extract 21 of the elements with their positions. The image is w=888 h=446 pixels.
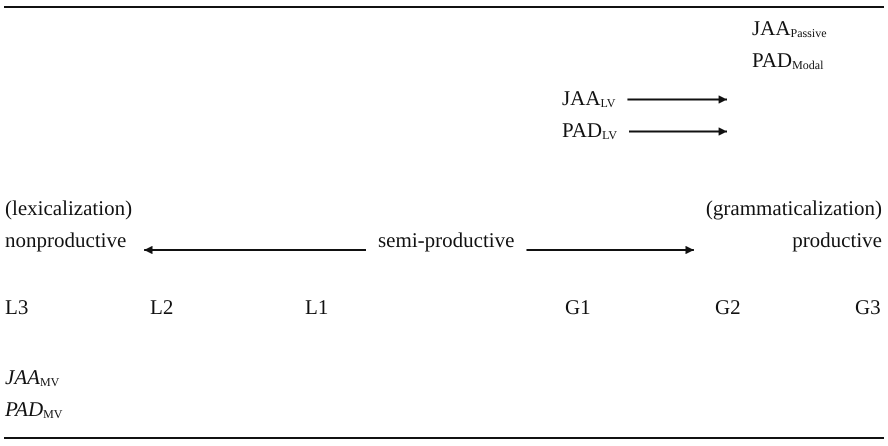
term-label: JAA$_{Passive}$ xyxy=(752,15,827,42)
arrow xyxy=(526,246,694,254)
scale-label: L2 xyxy=(150,294,174,321)
midpoint-label: semi-productive xyxy=(378,227,514,254)
arrow xyxy=(144,246,366,254)
arrow xyxy=(629,127,727,136)
arrow xyxy=(627,95,727,104)
pole-label: (lexicalization) xyxy=(5,195,132,222)
term-label: JAA$_{LV}$ xyxy=(562,85,616,112)
term-label: PAD$_{LV}$ xyxy=(562,117,617,144)
pole-label: productive xyxy=(791,227,882,254)
scale-label: G2 xyxy=(715,294,741,321)
scale-label: L3 xyxy=(5,294,28,321)
scale-label: G3 xyxy=(855,294,881,321)
term-label: PAD$_{Modal}$ xyxy=(752,47,824,74)
scale-label: G1 xyxy=(565,294,591,321)
scale-label: L1 xyxy=(305,294,328,321)
pole-label: (grammaticalization) xyxy=(706,195,882,222)
term-label: JAA$_{MV}$ xyxy=(5,364,60,391)
pole-label: nonproductive xyxy=(5,227,128,254)
term-label: PAD$_{MV}$ xyxy=(5,396,62,423)
